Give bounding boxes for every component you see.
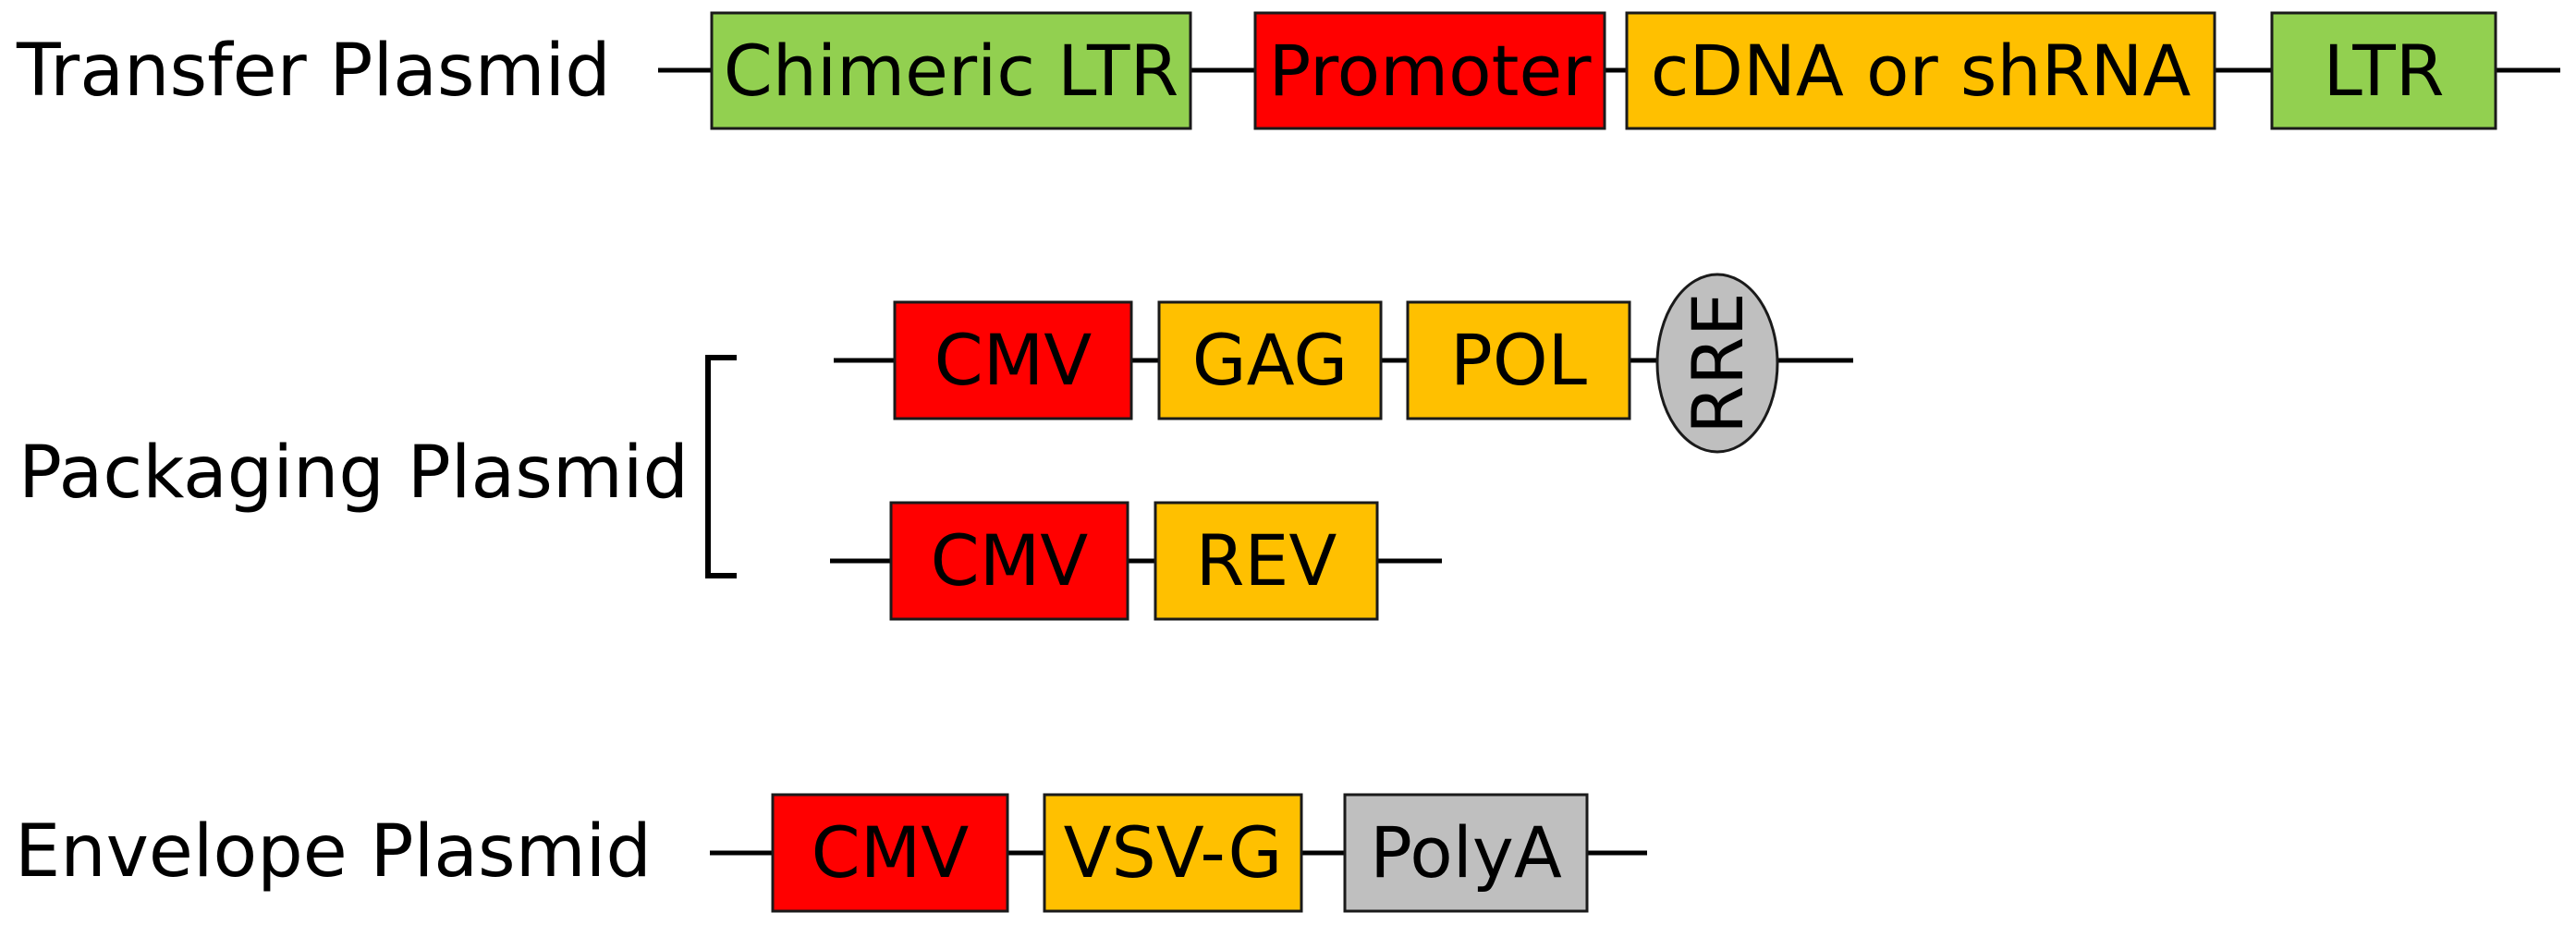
polya-label: PolyA bbox=[1370, 811, 1562, 894]
envelope-polya: PolyA bbox=[1343, 793, 1589, 913]
envelope-vsvg: VSV-G bbox=[1043, 793, 1303, 913]
envelope-cmv-label: CMV bbox=[812, 811, 970, 894]
transfer-chimeric-ltr: Chimeric LTR bbox=[710, 11, 1192, 130]
transfer-ltr: LTR bbox=[2270, 11, 2497, 130]
envelope-cmv: CMV bbox=[771, 793, 1009, 913]
envelope-plasmid-row: Envelope Plasmid CMV VSV-G PolyA bbox=[15, 793, 1647, 913]
packaging-bracket bbox=[705, 355, 737, 578]
gagpol-pol: POL bbox=[1406, 300, 1631, 420]
packaging-plasmid-row: Packaging Plasmid CMV GAG POL RRE CMV R bbox=[18, 273, 1853, 621]
gagpol-gag: GAG bbox=[1157, 300, 1383, 420]
transfer-plasmid-label: Transfer Plasmid bbox=[16, 30, 611, 113]
gagpol-cmv: CMV bbox=[893, 300, 1133, 420]
chimeric-ltr-label: Chimeric LTR bbox=[724, 30, 1179, 112]
gag-label: GAG bbox=[1192, 319, 1348, 401]
rre-label: RRE bbox=[1677, 292, 1759, 434]
promoter-label: Promoter bbox=[1269, 30, 1593, 112]
rev-label: REV bbox=[1196, 519, 1337, 602]
rev-cmv: CMV bbox=[889, 501, 1129, 621]
cdna-label: cDNA or shRNA bbox=[1651, 30, 2191, 112]
envelope-plasmid-label: Envelope Plasmid bbox=[15, 810, 652, 894]
gagpol-rre: RRE bbox=[1655, 273, 1779, 454]
transfer-promoter: Promoter bbox=[1253, 11, 1606, 130]
vsvg-label: VSV-G bbox=[1064, 811, 1283, 894]
transfer-plasmid-row: Transfer Plasmid Chimeric LTR Promoter c… bbox=[16, 11, 2560, 130]
transfer-cdna: cDNA or shRNA bbox=[1625, 11, 2216, 130]
ltr-label: LTR bbox=[2323, 30, 2444, 112]
pol-label: POL bbox=[1450, 319, 1587, 401]
rev-rev: REV bbox=[1154, 501, 1379, 621]
packaging-plasmid-label: Packaging Plasmid bbox=[18, 432, 689, 515]
gagpol-cmv-label: CMV bbox=[934, 319, 1093, 401]
rev-cmv-label: CMV bbox=[931, 519, 1089, 602]
